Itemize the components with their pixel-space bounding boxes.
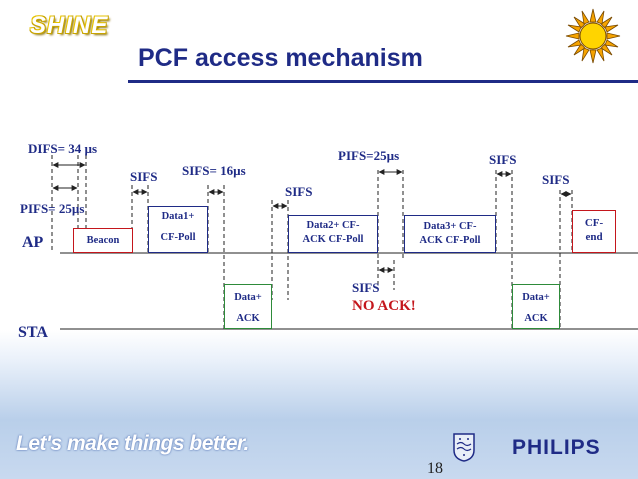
cf-end-frame: CF- end <box>572 210 616 253</box>
sifs-16-label: SIFS= 16µs <box>182 163 246 178</box>
tagline: Let's make things better. <box>16 432 249 455</box>
page-title: PCF access mechanism <box>138 44 423 72</box>
philips-brand: PHILIPS <box>512 436 601 459</box>
sta-label: STA <box>18 324 48 341</box>
shine-logo: SHINE <box>30 12 109 39</box>
data2-cf-ack-cf-poll-frame: Data2+ CF- ACK CF-Poll <box>288 215 378 253</box>
page-number: 18 <box>427 460 443 477</box>
sta-data-ack-frame: Data+ ACK <box>224 284 272 329</box>
no-ack-label: NO ACK! <box>352 298 416 314</box>
pifs-label: PIFS= 25µs <box>20 201 85 216</box>
data3-cf-ack-cf-poll-frame: Data3+ CF- ACK CF-Poll <box>404 215 496 253</box>
ap-label: AP <box>22 234 44 251</box>
sifs-label: SIFS <box>542 172 570 187</box>
sun-icon <box>565 8 621 64</box>
sta-data-ack-frame: Data+ ACK <box>512 284 560 329</box>
sifs-label: SIFS <box>352 280 380 295</box>
philips-shield-icon <box>453 433 475 462</box>
beacon-frame: Beacon <box>73 228 133 253</box>
title-underline <box>128 80 638 83</box>
sifs-label: SIFS <box>130 169 158 184</box>
sifs-label: SIFS <box>489 152 517 167</box>
data1-cf-poll-frame: Data1+ CF-Poll <box>148 206 208 253</box>
difs-label: DIFS= 34 µs <box>28 141 98 156</box>
pifs-label: PIFS=25µs <box>338 148 400 163</box>
sifs-label: SIFS <box>285 184 313 199</box>
